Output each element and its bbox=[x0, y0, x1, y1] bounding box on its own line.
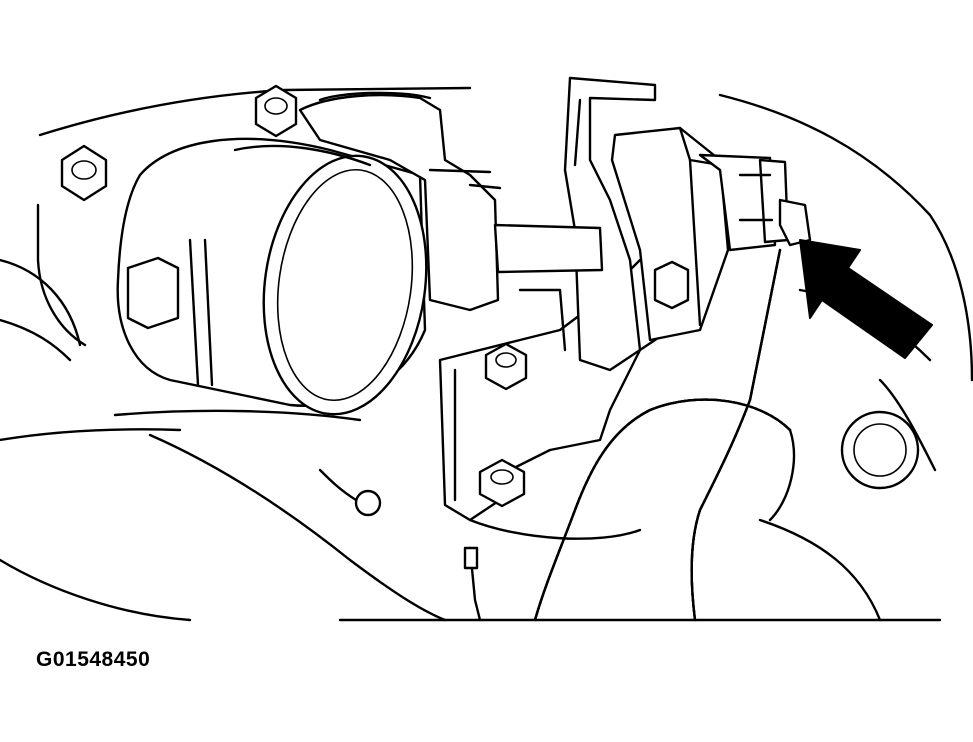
vacuum-line bbox=[463, 546, 482, 622]
bolt-left-upper bbox=[60, 144, 108, 202]
linkage-rod bbox=[493, 223, 604, 352]
bolt-bracket-lower bbox=[478, 458, 526, 508]
bolt-sensor bbox=[653, 260, 690, 310]
round-port bbox=[840, 410, 920, 490]
wiring-harness bbox=[533, 248, 796, 622]
bolt-top bbox=[254, 84, 298, 138]
figure-code: G01548450 bbox=[36, 648, 151, 671]
throttle-body bbox=[116, 137, 428, 416]
bolt-bracket-upper bbox=[484, 342, 528, 391]
arrow-icon bbox=[799, 239, 933, 359]
upper-housing bbox=[298, 91, 502, 312]
hose-clip bbox=[318, 468, 382, 517]
sensor-housing bbox=[610, 126, 790, 342]
engine-block-outline bbox=[0, 86, 973, 622]
